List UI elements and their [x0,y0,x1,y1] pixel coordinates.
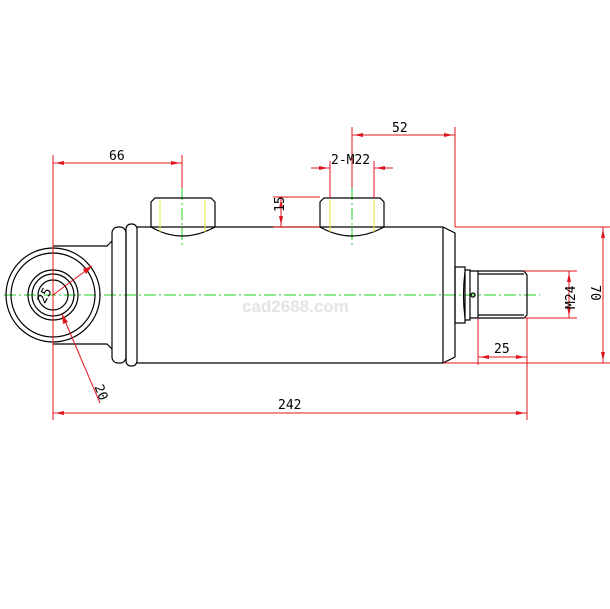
dimension-lines [52,127,610,420]
dim-r20-label: 20 [90,383,110,403]
dim-r25-label: 25 [35,285,56,306]
cylinder-body [5,197,528,367]
watermark: cad2688.com [242,297,349,316]
dim-52-label: 52 [392,121,408,136]
dim-70-label: 70 [587,285,602,301]
dim-m24-label: M24 [564,285,579,309]
port-thread-label: 2-M22 [331,153,370,168]
dim-25-label: 25 [494,342,510,357]
dim-242-label: 242 [278,398,301,413]
thread-lines [159,200,375,232]
dim-15-label: 15 [273,196,288,212]
dim-66-label: 66 [109,149,125,164]
